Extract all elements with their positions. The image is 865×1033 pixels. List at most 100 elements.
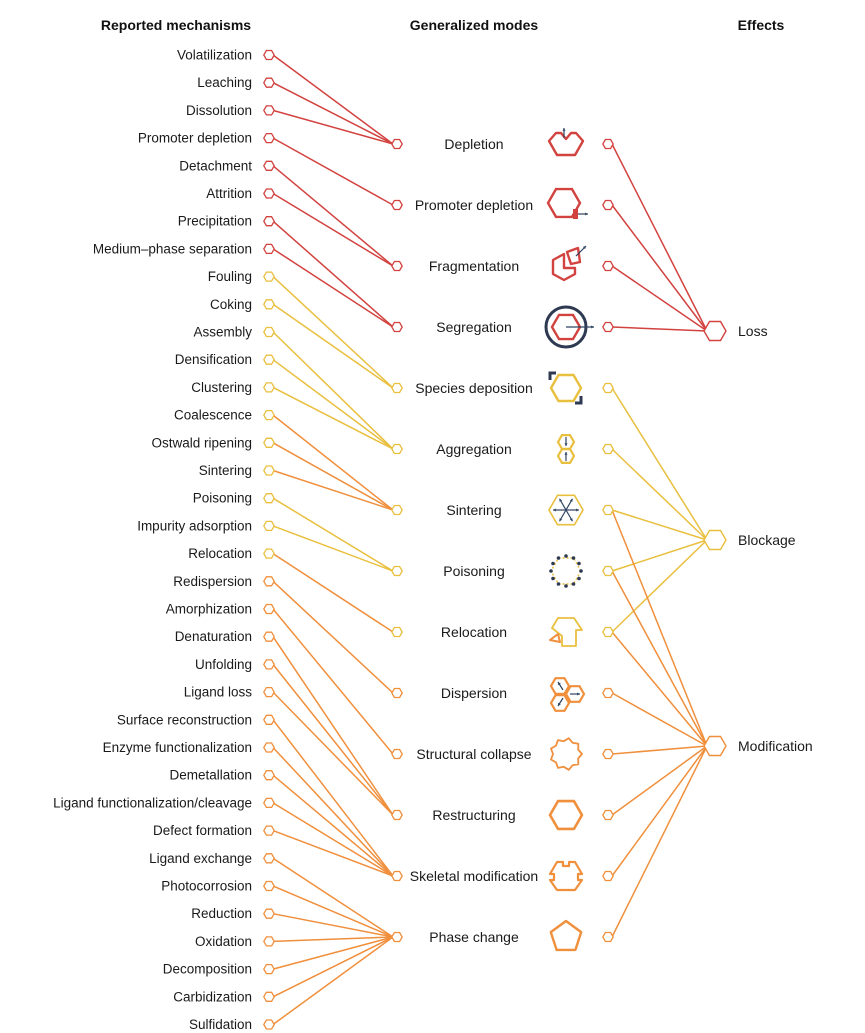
effect-link [611,326,708,332]
mode-label-phase-change: Phase change [429,929,519,945]
mechanism-link [272,359,394,450]
mode-input-node [391,565,403,577]
mechanism-label-ligand-exchange: Ligand exchange [149,851,252,866]
mechanism-link [272,303,394,389]
mechanism-label-densification: Densification [175,352,252,367]
mechanism-node [263,963,275,975]
mode-output-node [602,626,614,638]
mechanism-label-ligand-loss: Ligand loss [184,685,253,700]
mechanism-label-decomposition: Decomposition [163,962,252,977]
mechanism-label-sintering: Sintering [199,463,252,478]
mechanism-label-promoter-depletion: Promoter depletion [138,131,252,146]
mechanism-label-poisoning: Poisoning [193,491,252,506]
fragmentation-icon [551,245,587,282]
mechanism-link [272,936,394,970]
mechanism-link [272,802,394,877]
mechanism-label-coking: Coking [210,297,252,312]
mechanism-link [272,525,394,572]
relocation-icon [549,617,583,647]
mechanism-label-amorphization: Amorphization [166,602,252,617]
effect-link [611,745,708,755]
mechanism-node [263,271,275,282]
mode-input-node [391,443,403,455]
mechanism-label-denaturation: Denaturation [175,629,252,644]
effect-node-blockage [703,529,727,551]
mechanism-node [263,853,275,864]
mechanism-node [263,742,275,753]
mechanism-node [263,132,275,144]
mechanism-node [263,77,275,88]
mechanism-label-coalescence: Coalescence [174,408,252,423]
mechanism-link [272,885,394,938]
effect-label-loss: Loss [738,323,768,339]
mode-label-skeletal-modification: Skeletal modification [410,868,538,884]
mode-output-node [602,260,614,272]
mechanism-node [263,465,275,476]
mode-input-node [391,748,403,760]
mechanism-label-medium-phase-separation: Medium–phase separation [93,241,252,256]
effect-link [611,204,708,332]
mechanism-node [263,548,275,559]
mechanism-node [263,520,275,532]
mode-output-node [602,565,614,577]
mode-label-segregation: Segregation [436,319,512,335]
mechanism-node [263,49,275,61]
mechanism-node [263,188,275,199]
mechanism-link [272,552,394,633]
mechanism-link [272,82,394,145]
mode-label-sintering: Sintering [446,502,501,518]
effect-link [611,745,708,877]
poisoning-icon [549,554,583,588]
mechanism-link [272,497,394,572]
effect-label-blockage: Blockage [738,532,796,548]
nodes-layer [263,49,727,1030]
mechanism-label-leaching: Leaching [197,75,252,90]
mechanism-label-reduction: Reduction [191,906,252,921]
mode-input-node [391,504,403,516]
mode-input-node [391,687,403,699]
mechanism-link [272,691,394,816]
mechanism-link [272,469,394,511]
effect-link [611,745,708,816]
mode-input-node [391,809,403,821]
sintering-icon [548,494,584,526]
mode-label-dispersion: Dispersion [441,685,507,701]
mechanism-link [272,414,394,511]
mechanism-label-volatilization: Volatilization [177,48,252,63]
mode-label-aggregation: Aggregation [436,441,512,457]
effect-link [611,539,708,572]
effect-link [611,448,708,541]
mechanism-node [263,326,275,338]
mechanism-link [272,746,394,877]
effect-link [611,143,708,332]
structural-collapse-icon [550,737,583,771]
icons-layer [544,128,594,952]
header-effects: Effects [738,17,785,33]
mode-input-node [391,931,403,943]
mode-label-restructuring: Restructuring [432,807,515,823]
mechanism-link [272,331,394,450]
mechanism-node [263,797,275,809]
effect-link [611,509,708,541]
mode-output-node [602,748,614,760]
effect-link [611,509,708,747]
mechanism-node [263,659,275,670]
mechanism-label-carbidization: Carbidization [173,989,252,1004]
mode-label-poisoning: Poisoning [443,563,505,579]
mechanism-link [272,220,394,328]
mode-input-node [391,870,403,882]
effect-link [611,692,708,747]
effect-label-modification: Modification [738,738,813,754]
mode-output-node [602,199,614,211]
effect-link [611,539,708,633]
mode-label-species-deposition: Species deposition [415,380,533,396]
mechanism-link [272,165,394,267]
effect-link [611,745,708,938]
mechanism-label-redispersion: Redispersion [173,574,252,589]
mode-output-node [602,504,614,516]
mechanism-label-detachment: Detachment [179,158,252,173]
mode-input-node [391,626,403,638]
segregation-icon [544,305,594,349]
mechanism-link [272,912,394,938]
